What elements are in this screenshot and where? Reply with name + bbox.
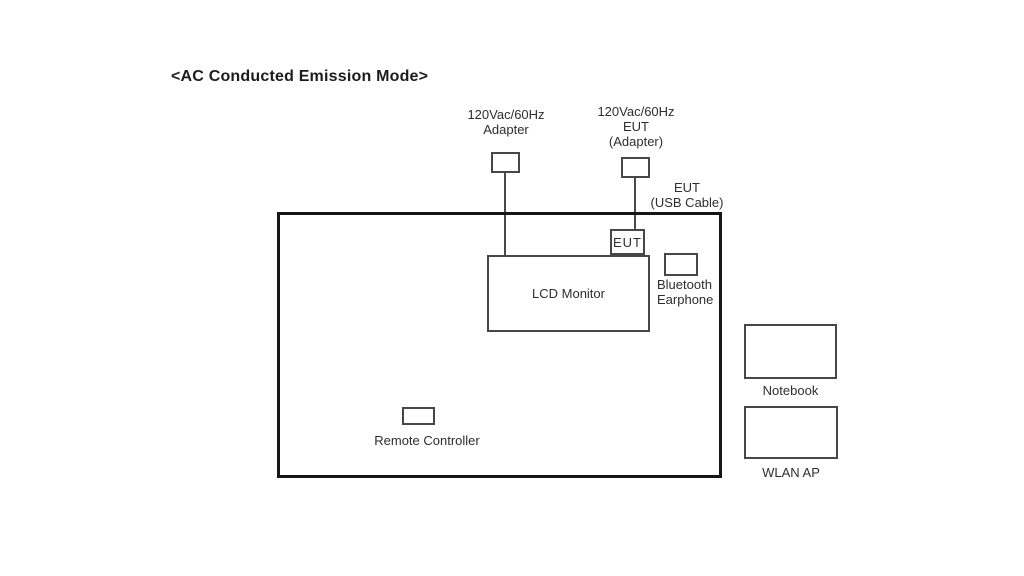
bluetooth-earphone-label: Bluetooth Earphone bbox=[657, 277, 714, 307]
eut-adapter-label: 120Vac/60Hz EUT (Adapter) bbox=[597, 104, 675, 149]
notebook-label: Notebook bbox=[762, 383, 819, 398]
test-area-outline bbox=[277, 212, 722, 478]
adapter-plug-box bbox=[491, 152, 520, 173]
notebook-box bbox=[744, 324, 837, 379]
eut-label: EUT bbox=[613, 234, 642, 250]
wlan-ap-label: WLAN AP bbox=[762, 465, 820, 480]
remote-controller-box bbox=[402, 407, 435, 425]
eut-usb-cable-label: EUT (USB Cable) bbox=[650, 180, 724, 210]
wlan-ap-box bbox=[744, 406, 838, 459]
remote-controller-label: Remote Controller bbox=[374, 433, 480, 448]
adapter-label: 120Vac/60Hz Adapter bbox=[467, 107, 545, 137]
diagram-title: <AC Conducted Emission Mode> bbox=[171, 68, 429, 85]
wire-eut-adapter-to-eut bbox=[634, 177, 636, 230]
lcd-monitor-label: LCD Monitor bbox=[532, 286, 605, 301]
lcd-monitor-box: LCD Monitor bbox=[487, 255, 650, 332]
eut-adapter-plug-box bbox=[621, 157, 650, 178]
bluetooth-earphone-box bbox=[664, 253, 698, 276]
eut-box: EUT bbox=[610, 229, 645, 255]
